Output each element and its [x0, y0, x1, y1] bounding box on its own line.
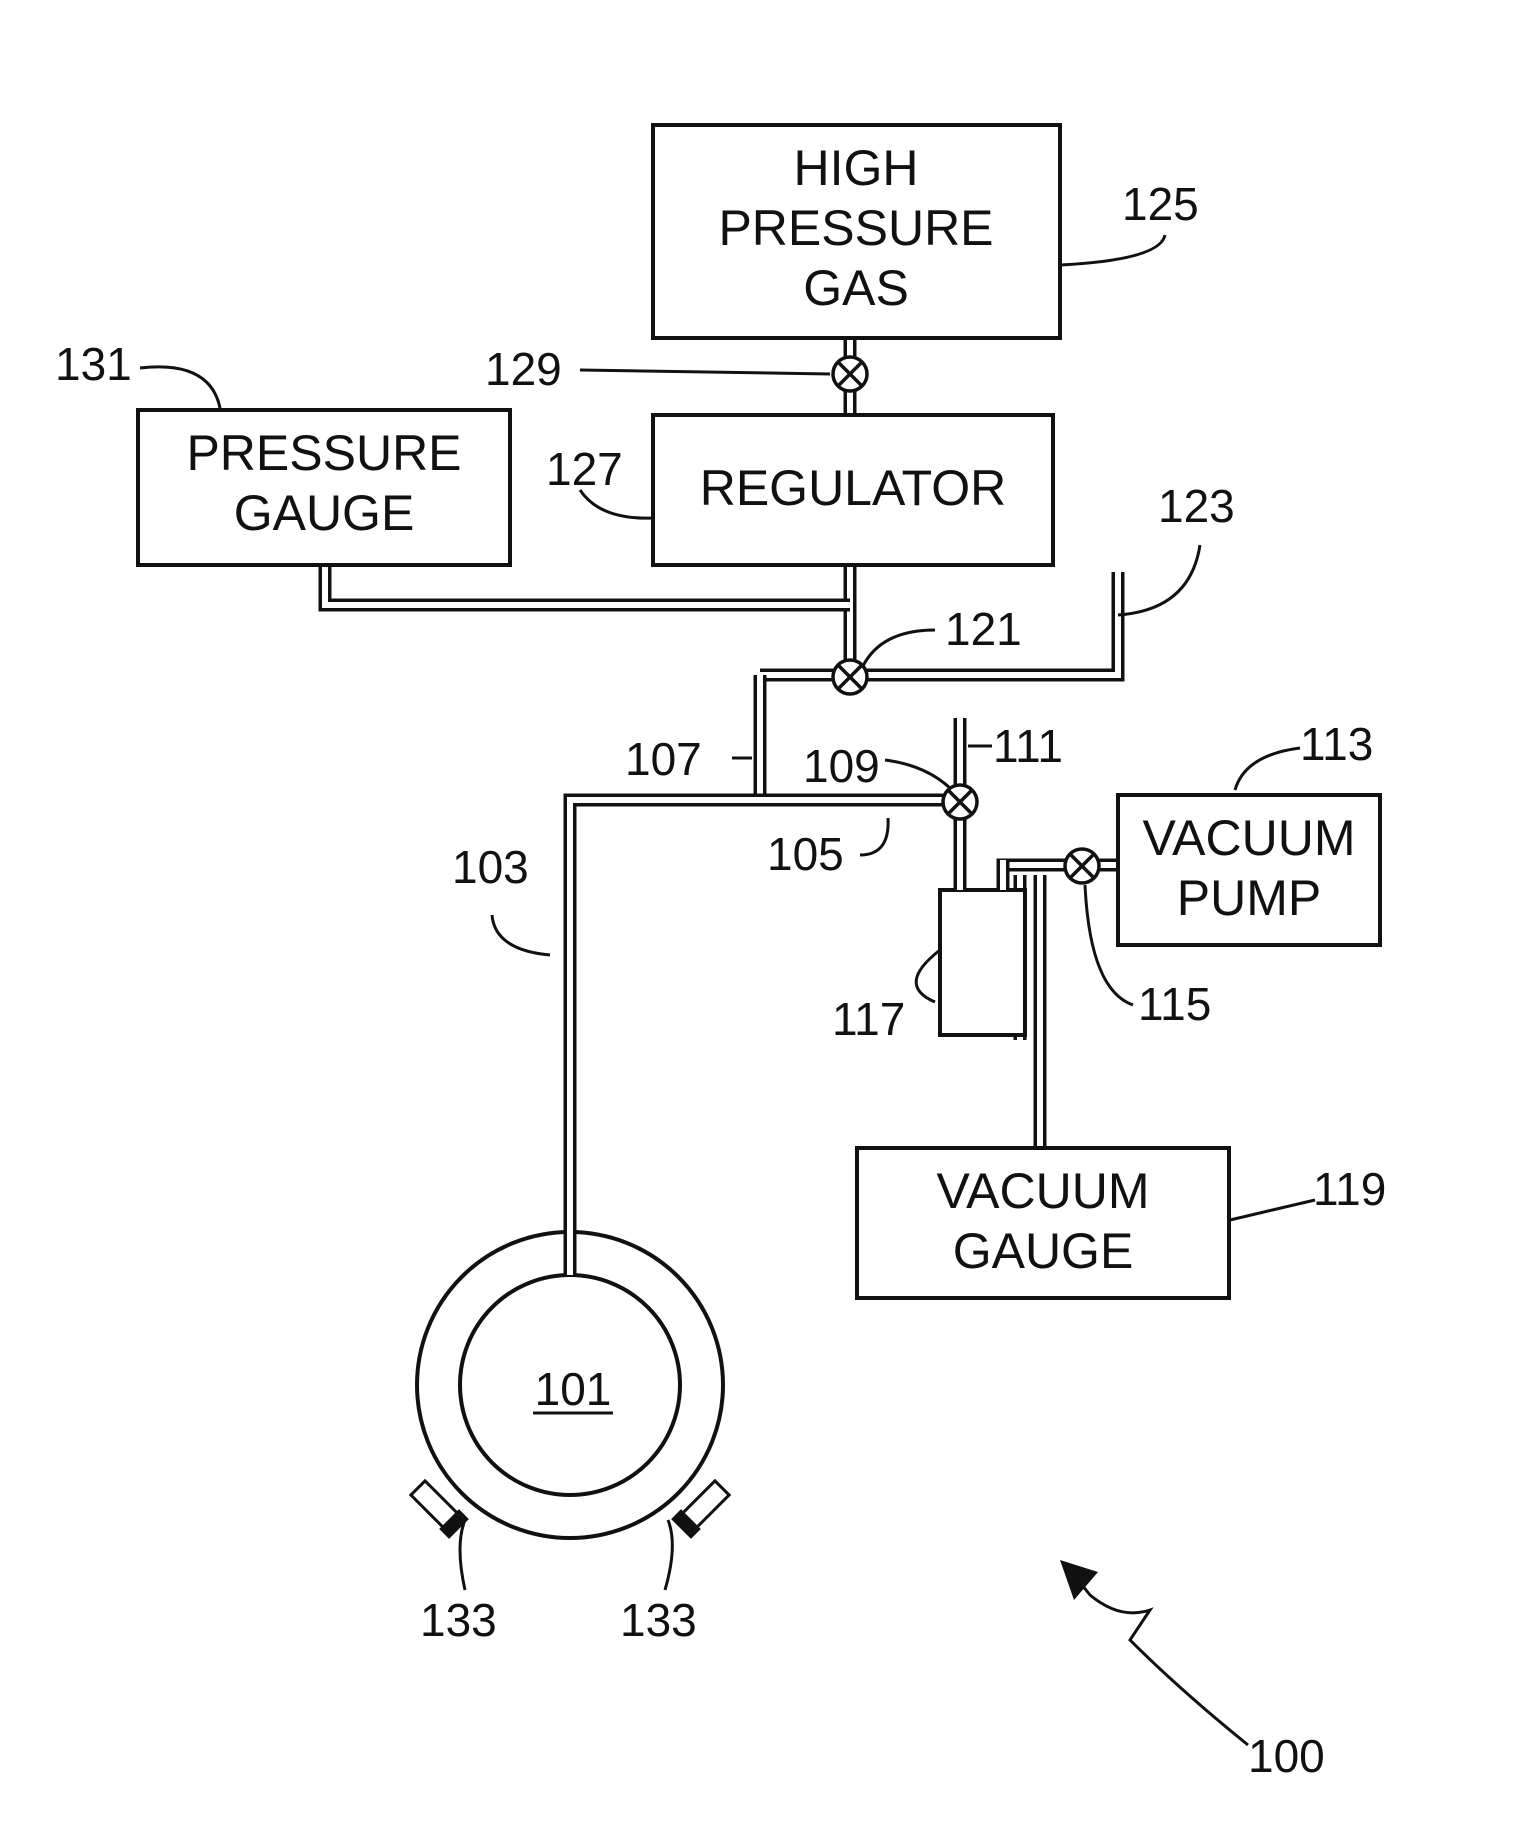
ref-123: 123 — [1158, 480, 1235, 532]
ref-117: 117 — [832, 993, 905, 1045]
ref-105: 105 — [767, 828, 844, 880]
ref-100: 100 — [1248, 1730, 1325, 1782]
valve-129 — [833, 357, 867, 391]
ref-131: 131 — [55, 338, 132, 390]
chamber-101: 101 — [417, 1228, 723, 1538]
ref-109: 109 — [803, 740, 880, 792]
high-pressure-gas-label-1: HIGH — [794, 140, 919, 196]
cold-trap-117 — [940, 860, 1025, 1035]
chamber-label: 101 — [535, 1363, 612, 1415]
vacuum-pump-label-2: PUMP — [1177, 870, 1321, 926]
ref-103: 103 — [452, 841, 529, 893]
regulator-box: REGULATOR — [653, 415, 1053, 565]
vacuum-pump-box: VACUUM PUMP — [1118, 795, 1380, 945]
vacuum-gauge-label-2: GAUGE — [953, 1223, 1134, 1279]
ref-127: 127 — [546, 443, 623, 495]
high-pressure-gas-box: HIGH PRESSURE GAS — [653, 125, 1060, 338]
ref-111: 111 — [993, 720, 1063, 772]
pressure-gauge-label-2: GAUGE — [234, 485, 415, 541]
valve-109 — [943, 785, 977, 819]
ref-107: 107 — [625, 733, 702, 785]
vacuum-gauge-label-1: VACUUM — [937, 1163, 1150, 1219]
high-pressure-gas-label-2: PRESSURE — [718, 200, 993, 256]
vacuum-pump-label-1: VACUUM — [1143, 810, 1356, 866]
vacuum-gauge-box: VACUUM GAUGE — [857, 1148, 1229, 1298]
ref-113: 113 — [1300, 718, 1373, 770]
ref-133-right: 133 — [620, 1594, 697, 1646]
pressure-gauge-box: PRESSURE GAUGE — [138, 410, 510, 565]
regulator-label: REGULATOR — [700, 460, 1007, 516]
pressure-gauge-label-1: PRESSURE — [186, 425, 461, 481]
ref-115: 115 — [1138, 978, 1211, 1030]
ref-125: 125 — [1122, 178, 1199, 230]
ref-119: 119 — [1313, 1163, 1386, 1215]
valve-115 — [1065, 849, 1099, 883]
high-pressure-gas-label-3: GAS — [803, 260, 909, 316]
ref-133-left: 133 — [420, 1594, 497, 1646]
ref-121: 121 — [945, 603, 1022, 655]
ref-129: 129 — [485, 343, 562, 395]
